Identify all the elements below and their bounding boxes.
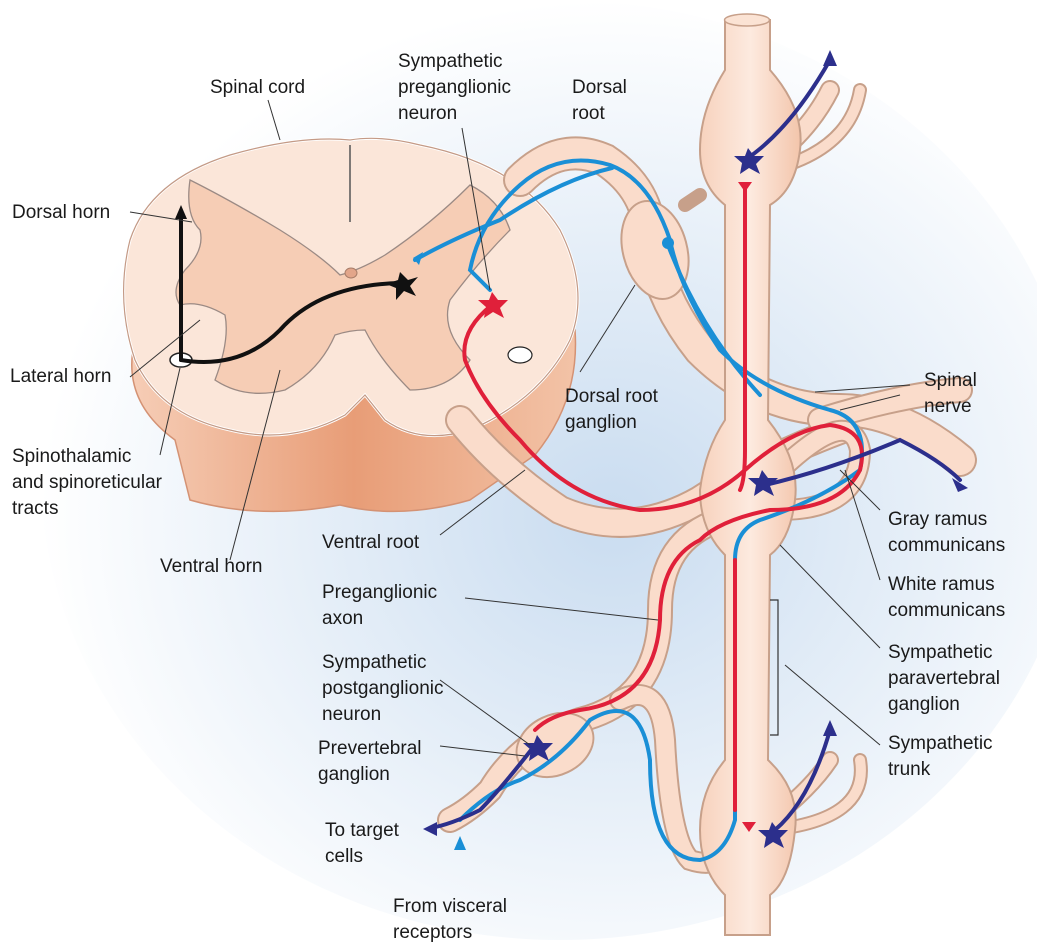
neuron-markers — [386, 148, 788, 848]
label-dorsal-root-ganglion: Dorsal root ganglion — [565, 386, 658, 433]
label-spinal-nerve: Spinal nerve — [924, 370, 977, 417]
label-sympathetic-preganglionic-neuron: Sympathetic preganglionic neuron — [398, 51, 512, 124]
label-white-ramus: White ramus communicans — [888, 574, 1006, 621]
fibers — [179, 58, 962, 863]
label-paravertebral-ganglion: Sympathetic paravertebral ganglion — [888, 642, 1000, 715]
label-dorsal-horn: Dorsal horn — [12, 202, 111, 223]
label-gray-ramus: Gray ramus communicans — [888, 509, 1006, 556]
label-ventral-horn: Ventral horn — [160, 556, 263, 577]
label-postganglionic-neuron: Sympathetic postganglionic neuron — [322, 652, 444, 725]
afferent-fiber — [458, 158, 864, 863]
label-sympathetic-trunk: Sympathetic trunk — [888, 733, 993, 780]
arrowheads — [175, 50, 968, 850]
label-from-visceral-receptors: From visceral receptors — [393, 896, 508, 943]
label-dorsal-root: Dorsal root — [572, 77, 627, 124]
label-preganglionic-axon: Preganglionic axon — [322, 582, 438, 629]
sympathetic-trunk-shape — [698, 13, 802, 936]
leader-lines — [129, 99, 911, 757]
label-spinal-cord: Spinal cord — [210, 77, 306, 98]
label-prevertebral-ganglion: Prevertebral ganglion — [318, 738, 422, 785]
label-ventral-root: Ventral root — [322, 532, 420, 553]
preganglionic-fiber — [462, 303, 864, 732]
label-lateral-horn: Lateral horn — [10, 366, 112, 387]
label-to-target-cells: To target cells — [325, 820, 399, 867]
cord-outline — [122, 137, 579, 437]
label-spinothalamic-tracts: Spinothalamic and spinoreticular tracts — [12, 446, 162, 519]
postganglionic-fiber — [743, 58, 832, 162]
dorsal-root-ganglion-shape — [620, 199, 690, 301]
